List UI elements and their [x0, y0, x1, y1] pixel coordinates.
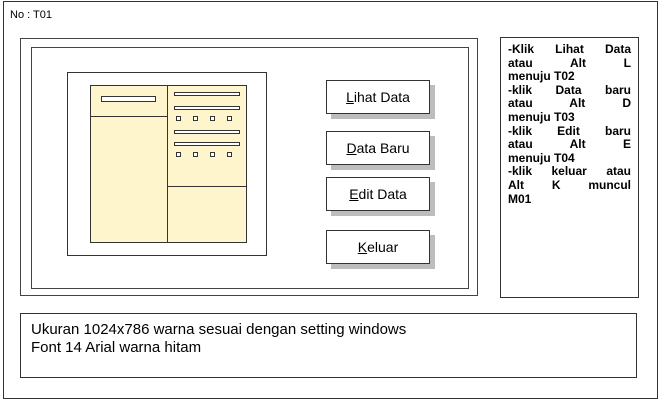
thumbnail-square	[176, 152, 181, 157]
button-label: ihat Data	[353, 89, 410, 105]
thumbnail-line	[174, 142, 240, 146]
note-line: -klik keluar atau	[508, 164, 631, 179]
thumbnail-line	[174, 106, 240, 110]
note-line: M01	[508, 191, 532, 206]
thumbnail-form-panel	[90, 85, 247, 243]
navigation-notes: -Klik Lihat Data atau Alt L menuju T02 -…	[500, 37, 639, 298]
thumbnail-square	[210, 152, 215, 157]
window-mockup-outer	[20, 38, 478, 296]
spec-font: Font 14 Arial warna hitam	[31, 339, 202, 356]
note-line: Alt K muncul	[508, 177, 631, 192]
specification-box: Ukuran 1024x786 warna sesuai dengan sett…	[20, 313, 637, 378]
note-line: menuju T02	[508, 69, 575, 84]
note-line: -Klik Lihat Data	[508, 42, 631, 56]
thumbnail-square	[210, 116, 215, 121]
thumbnail-square	[227, 152, 232, 157]
accelerator-key: D	[346, 140, 357, 156]
note-line: atau Alt E	[508, 137, 631, 152]
thumbnail-field	[101, 96, 156, 102]
accelerator-key: L	[346, 89, 354, 105]
window-mockup-inner	[31, 47, 469, 289]
thumbnail-divider-vertical	[167, 85, 168, 243]
note-line: -klik Data baru	[508, 82, 631, 97]
thumbnail-divider-right	[167, 186, 247, 187]
thumbnail-line	[174, 92, 240, 96]
accelerator-key: E	[349, 186, 359, 202]
note-line: -klik Edit baru	[508, 123, 631, 138]
note-line: atau Alt L	[508, 55, 631, 70]
note-line: atau Alt D	[508, 96, 631, 111]
button-label: dit Data	[358, 186, 407, 202]
button-label: ata Baru	[356, 140, 410, 156]
accelerator-key: K	[357, 239, 368, 255]
thumbnail-square	[176, 116, 181, 121]
thumbnail-divider-left	[90, 116, 167, 117]
thumbnail-square	[227, 116, 232, 121]
spec-size-color: Ukuran 1024x786 warna sesuai dengan sett…	[31, 321, 407, 338]
note-line: menuju T03	[508, 109, 575, 124]
thumbnail-square	[193, 152, 198, 157]
screen-id-label: No : T01	[10, 9, 52, 21]
note-line: menuju T04	[508, 150, 575, 165]
thumbnail-line	[174, 130, 240, 134]
button-label: eluar	[367, 239, 399, 255]
thumbnail-square	[193, 116, 198, 121]
